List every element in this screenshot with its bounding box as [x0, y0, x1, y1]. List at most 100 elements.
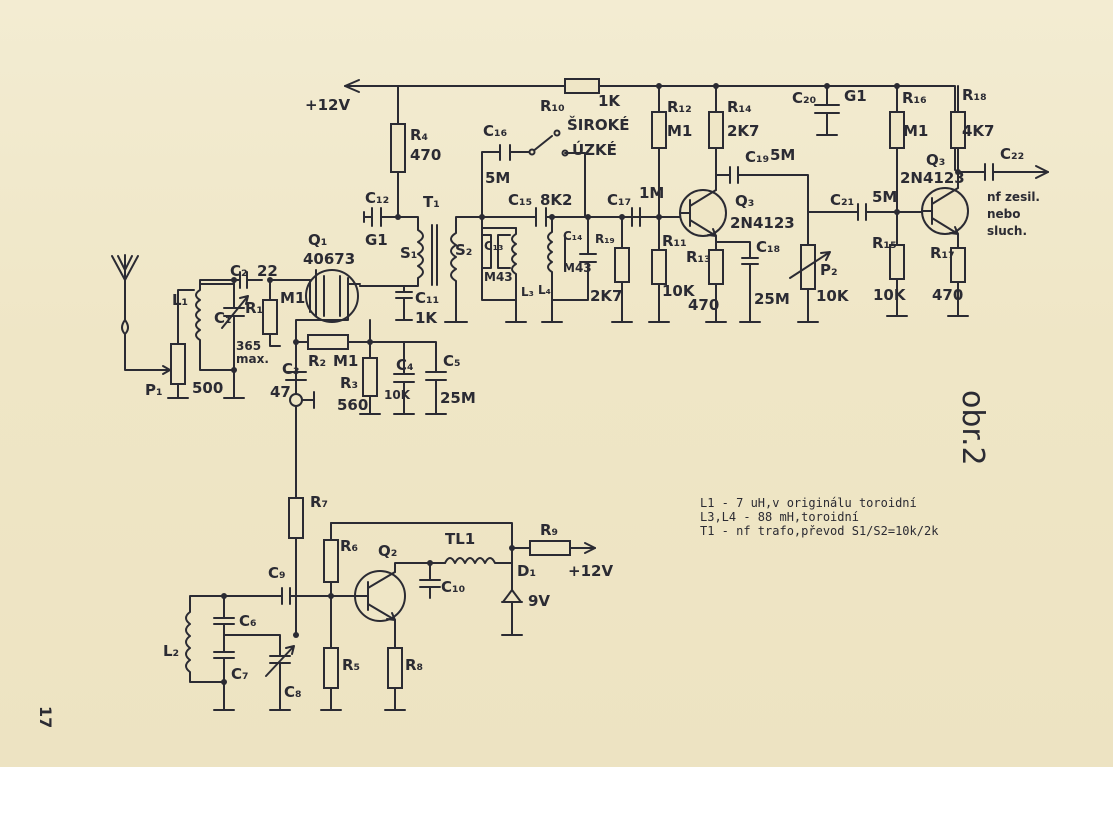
r18-label: R₁₈ [962, 86, 987, 104]
c9-label: C₉ [268, 564, 286, 582]
c13-value: M43 [484, 270, 513, 284]
l4-label: L₄ [538, 283, 551, 297]
l2-label: L₂ [163, 642, 179, 660]
r3-label: R₃ [340, 374, 358, 392]
r16-label: R₁₆ [902, 89, 927, 107]
r10-label: R₁₀ [540, 97, 565, 115]
r11-value: 10K [662, 282, 696, 300]
transformer-t1 [359, 216, 483, 323]
page-number: 17 [36, 706, 55, 729]
p2-label: P₂ [820, 261, 838, 279]
c19-label: C₁₉ [745, 148, 769, 166]
figure-label: obr.2 [955, 390, 990, 466]
r4-label: R₄ [410, 126, 428, 144]
r16-value: M1 [903, 122, 928, 140]
resistor-r13 [708, 249, 724, 285]
c19-value: 5M [770, 146, 795, 164]
r12-value: M1 [667, 122, 692, 140]
resistor-r17 [950, 247, 966, 283]
r1-value: M1 [280, 289, 305, 307]
c18-value: 25M [754, 290, 790, 308]
resistor-r15 [889, 244, 905, 280]
r13-value: 470 [688, 296, 719, 314]
q3a-label: Q₃ [735, 192, 754, 210]
resistor-r2 [307, 334, 349, 350]
r7-label: R₇ [310, 493, 328, 511]
r5-label: R₅ [342, 656, 360, 674]
q2-label: Q₂ [378, 542, 397, 560]
c15-value: 8K2 [540, 191, 573, 209]
t1-label: T₁ [423, 193, 440, 211]
resistor-r3 [362, 357, 378, 397]
output-note-3: sluch. [987, 224, 1027, 238]
c11-value: 1K [415, 309, 438, 327]
r10-value: 1K [598, 92, 621, 110]
resistor-r16 [889, 111, 905, 149]
c15-label: C₁₅ [508, 191, 532, 209]
resistor-r19 [614, 247, 630, 283]
c13-label: C₁₃ [484, 239, 503, 253]
note-l1: L1 - 7 uH,v originálu toroidní [700, 496, 917, 510]
c1-value: 365 [236, 339, 261, 353]
c18-label: C₁₈ [756, 238, 780, 256]
p1-label: P₁ [145, 381, 163, 399]
oscillator-stage [185, 405, 596, 711]
resistor-r14 [708, 111, 724, 149]
r18-value: 4K7 [962, 122, 995, 140]
c4-value: 10K [384, 388, 411, 402]
c16-value: 5M [485, 169, 510, 187]
switch-narrow-label: ÚZKÉ [572, 140, 617, 159]
r14-value: 2K7 [727, 122, 760, 140]
r11-label: R₁₁ [662, 232, 687, 250]
potentiometer-p1 [170, 343, 186, 385]
c14-value: M43 [563, 261, 592, 275]
r2-value: M1 [333, 352, 358, 370]
r19-value: 2K7 [590, 287, 623, 305]
r4-c12-branch [363, 85, 406, 227]
r2-label: R₂ [308, 352, 326, 370]
filter-section [479, 129, 641, 323]
p2-value: 10K [816, 287, 850, 305]
c3-value: 47 [270, 383, 291, 401]
q3b-label: Q₃ [926, 151, 945, 169]
l3-label: L₃ [521, 285, 534, 299]
transistor-q1 [305, 269, 359, 323]
c3-label: C₃ [282, 360, 300, 378]
d1-value: 9V [528, 592, 550, 610]
note-t1: T1 - nf trafo,převod S1/S2=10k/2k [700, 524, 939, 538]
c16-label: C₁₆ [483, 122, 507, 140]
component-notes: L1 - 7 uH,v originálu toroidní L3,L4 - 8… [700, 496, 1030, 538]
c2-value: 22 [257, 262, 278, 280]
c1-label: C₁ [214, 309, 232, 327]
tl1-label: TL1 [445, 530, 475, 548]
c2-label: C₂ [230, 262, 248, 280]
resistor-r18 [950, 111, 966, 149]
resistor-r12 [651, 111, 667, 149]
input-stage [111, 254, 447, 415]
l1-label: L₁ [172, 291, 188, 309]
note-l3-l4: L3,L4 - 88 mH,toroidní [700, 510, 859, 524]
c12-label: C₁₂ [365, 189, 389, 207]
supply-label-main: +12V [305, 96, 350, 114]
output-note-2: nebo [987, 207, 1021, 221]
c8-label: C₈ [284, 683, 302, 701]
r3-value: 560 [337, 396, 368, 414]
r1-label: R₁ [245, 299, 263, 317]
r17-label: R₁₇ [930, 244, 955, 262]
s1-label: S₁ [400, 244, 417, 262]
c10-label: C₁₀ [441, 578, 465, 596]
c7-label: C₇ [231, 665, 249, 683]
c20-value: G1 [844, 87, 867, 105]
c14-label: C₁₄ [563, 229, 582, 243]
c17-value: 1M [639, 184, 664, 202]
output-note-1: nf zesil. [987, 190, 1040, 204]
s2-label: S₂ [455, 241, 472, 259]
c20-label: C₂₀ [792, 89, 816, 107]
c11-label: C₁₁ [415, 289, 439, 307]
q1-label: Q₁ [308, 231, 327, 249]
d1-label: D₁ [517, 562, 536, 580]
supply-label-osc: +12V [568, 562, 613, 580]
q1-type: 40673 [303, 250, 355, 268]
r8-label: R₈ [405, 656, 423, 674]
resistor-r1 [262, 299, 278, 335]
